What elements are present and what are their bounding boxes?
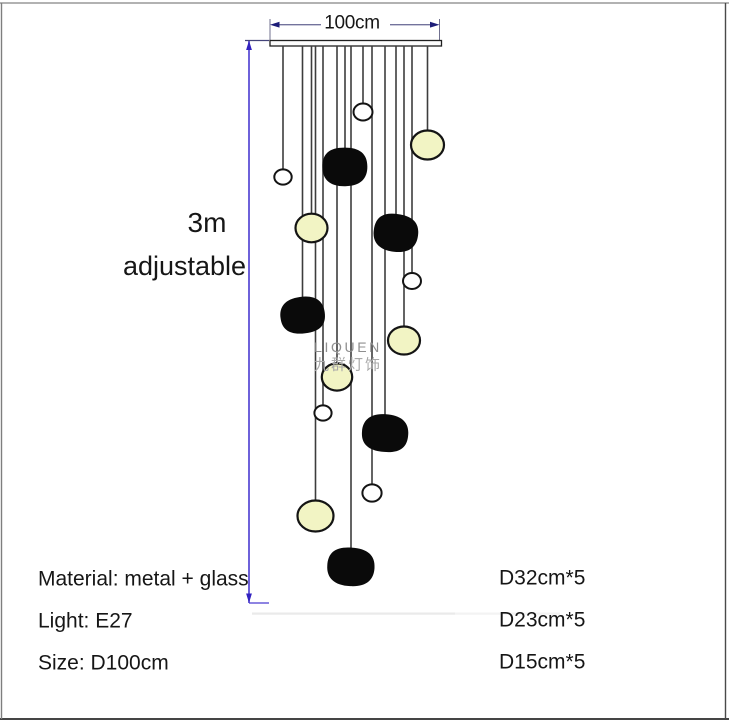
- pendant-ball-white: [361, 483, 383, 503]
- drop-dim-arrow-bottom: [246, 593, 252, 603]
- pendant-ball-black: [280, 296, 325, 334]
- width-dimension: 100cm: [269, 13, 440, 40]
- pendant-ball-cream: [386, 325, 422, 356]
- pendant-ball-cream: [296, 499, 335, 533]
- drop-dim-arrow-top: [246, 40, 252, 50]
- pendant-ball-black: [322, 147, 368, 187]
- pendant-ball-cream: [294, 212, 329, 244]
- spec-light: Light: E27: [38, 610, 133, 633]
- watermark: LIQUEN 九群灯饰: [314, 339, 382, 374]
- watermark-brand: LIQUEN: [314, 339, 382, 355]
- drop-length-label: 3m: [188, 207, 227, 238]
- pendant-ball-cream: [320, 362, 354, 392]
- pendant-ball-white: [402, 272, 422, 290]
- spec-ball-d32: D32cm*5: [499, 567, 585, 590]
- pendant-ball-black: [373, 213, 419, 253]
- watermark-cjk: 九群灯饰: [314, 357, 382, 374]
- width-dimension-label: 100cm: [324, 13, 380, 34]
- pendant-group: [273, 46, 446, 587]
- spec-material: Material: metal + glass: [38, 568, 249, 591]
- drop-dimension: 3m adjustable: [123, 39, 269, 604]
- erased-watermark-streak: [252, 612, 560, 615]
- pendant-ball-white: [352, 102, 374, 122]
- ceiling-plate: [269, 39, 443, 47]
- spec-ball-d15: D15cm*5: [499, 651, 585, 674]
- pendant-ball-black: [327, 547, 375, 587]
- pendant-ball-cream: [409, 129, 446, 161]
- drop-adjustable-label: adjustable: [123, 251, 246, 281]
- pendant-ball-white: [313, 404, 333, 422]
- pendant-ball-black: [362, 414, 409, 453]
- spec-ball-d23: D23cm*5: [499, 609, 585, 632]
- spec-list: Material: metal + glass Light: E27 Size:…: [38, 567, 585, 675]
- spec-size: Size: D100cm: [38, 652, 169, 675]
- pendant-ball-white: [273, 168, 293, 186]
- width-dim-arrow-left: [270, 21, 280, 28]
- width-dim-arrow-right: [430, 21, 440, 28]
